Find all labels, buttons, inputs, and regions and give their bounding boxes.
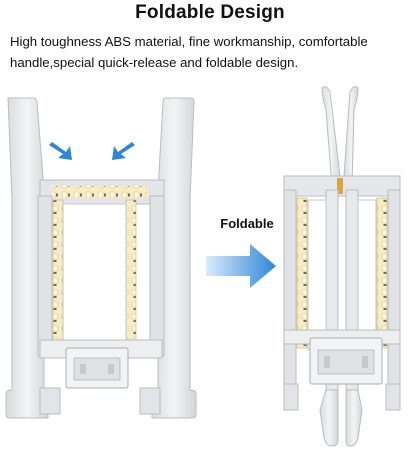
unfolded-stand <box>5 97 197 419</box>
foldable-arrow-icon <box>206 244 276 288</box>
folded-stand <box>283 86 401 447</box>
fold-direction-arrows-icon <box>49 142 135 160</box>
product-description: High toughness ABS material, fine workma… <box>10 31 414 73</box>
foldable-label: Foldable <box>220 216 274 231</box>
description-line-1: High toughness ABS material, fine workma… <box>10 34 368 49</box>
page-title: Foldable Design <box>135 2 285 23</box>
description-line-2: handle,special quick-release and foldabl… <box>10 55 299 70</box>
